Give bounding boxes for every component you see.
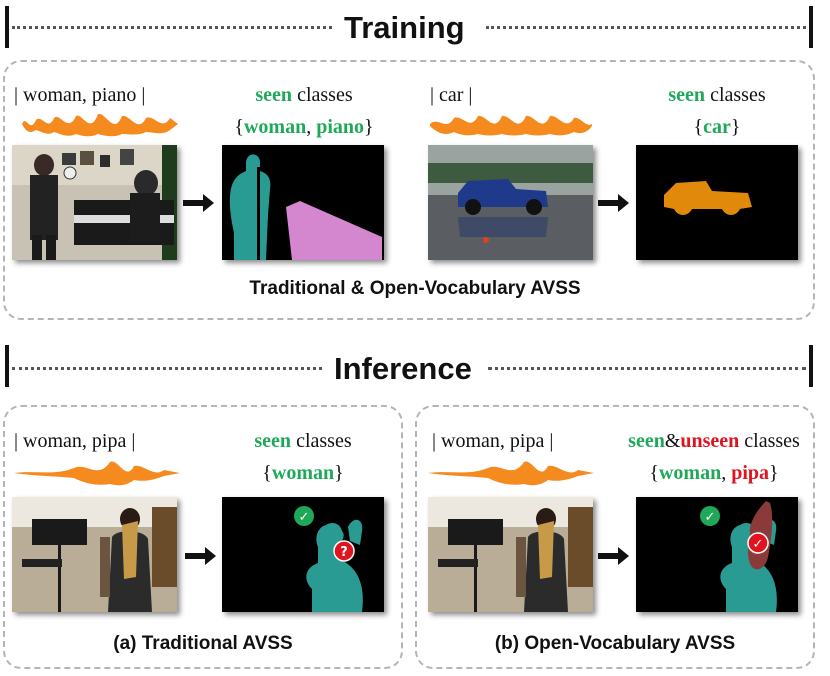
brace-open: { xyxy=(693,116,704,138)
inference-a-classes-label: seen classes xyxy=(222,430,384,453)
training-right-audio-label: | car | xyxy=(430,84,473,106)
training-right-mask-frame xyxy=(636,145,798,260)
inference-b-classes-label: seen&unseen classes xyxy=(614,430,814,453)
inference-a-caption: (a) Traditional AVSS xyxy=(113,633,293,654)
training-left-video-frame xyxy=(12,145,177,260)
inference-a-audio-label: | woman, pipa | xyxy=(14,430,136,452)
inference-b-audio-label: | woman, pipa | xyxy=(432,430,554,452)
inference-header-right-bar xyxy=(809,345,813,387)
woman-pipa-mask: ✓ ✓ xyxy=(636,497,798,612)
woman-only-mask: ✓ ? xyxy=(222,497,384,612)
inference-header-right-dots xyxy=(488,367,806,370)
class-car: car xyxy=(703,116,731,138)
inference-a-waveform xyxy=(14,461,180,486)
classes-word: classes xyxy=(739,430,800,452)
classes-word: classes xyxy=(291,430,352,452)
training-right-arrow xyxy=(598,194,629,212)
question-badge xyxy=(333,540,355,562)
training-header-right-dots xyxy=(486,26,806,29)
check-icon: ✓ xyxy=(705,510,716,525)
separator: , xyxy=(306,116,317,138)
training-header-left-dots xyxy=(12,26,332,29)
training-left-waveform xyxy=(22,113,178,137)
inference-open-vocab-panel xyxy=(415,405,815,669)
brace-open: { xyxy=(649,462,659,484)
training-left-class-set: {woman, piano} xyxy=(223,116,385,139)
class-woman: woman xyxy=(243,116,307,138)
car-mask xyxy=(636,145,798,260)
woman-piano-mask xyxy=(222,145,384,260)
inference-a-video-frame xyxy=(12,497,177,612)
classes-word: classes xyxy=(705,84,766,106)
seen-word: seen xyxy=(668,84,706,106)
woman-pipa-scene xyxy=(12,497,177,612)
training-left-audio-label: | woman, piano | xyxy=(14,84,146,106)
seen-word: seen xyxy=(254,430,292,452)
inference-a-class-set: {woman} xyxy=(222,462,384,485)
training-right-classes-label: seen classes xyxy=(636,84,798,107)
training-left-classes-label: seen classes xyxy=(223,84,385,107)
brace-open: { xyxy=(262,462,272,484)
training-right-waveform xyxy=(430,115,592,136)
ampersand: & xyxy=(664,430,681,452)
classes-word: classes xyxy=(292,84,353,106)
class-piano: piano xyxy=(316,116,365,138)
training-left-mask-frame xyxy=(222,145,384,260)
inference-traditional-panel xyxy=(3,405,403,669)
class-pipa: pipa xyxy=(731,462,770,484)
check-icon: ✓ xyxy=(753,537,764,552)
training-header-right-bar xyxy=(809,6,813,48)
inference-b-arrow xyxy=(598,547,629,565)
inference-b-waveform xyxy=(428,461,594,486)
woman-pipa-scene xyxy=(428,497,593,612)
training-caption: Traditional & Open-Vocabulary AVSS xyxy=(249,278,581,299)
training-right-video-frame xyxy=(428,145,593,260)
inference-a-mask-frame: ✓ ? xyxy=(222,497,384,612)
class-woman: woman xyxy=(271,462,335,484)
inference-b-video-frame xyxy=(428,497,593,612)
brace-close: } xyxy=(334,462,344,484)
check-badge xyxy=(294,506,314,526)
brace-close: } xyxy=(769,462,779,484)
check-badge-pipa xyxy=(747,532,769,554)
inference-b-mask-frame: ✓ ✓ xyxy=(636,497,798,612)
brace-close: } xyxy=(730,116,741,138)
training-panel xyxy=(3,60,815,320)
question-icon: ? xyxy=(340,545,348,560)
brace-close: } xyxy=(364,116,374,138)
unseen-word: unseen xyxy=(680,430,740,452)
woman-piano-scene xyxy=(12,145,177,260)
check-badge xyxy=(700,506,720,526)
training-left-arrow xyxy=(183,194,214,212)
seen-word: seen xyxy=(255,84,293,106)
separator: , xyxy=(721,462,732,484)
inference-b-caption: (b) Open-Vocabulary AVSS xyxy=(494,633,736,654)
training-title: Training xyxy=(332,10,477,46)
car-scene xyxy=(428,145,593,260)
inference-header-left-bar xyxy=(5,345,9,387)
inference-header-left-dots xyxy=(12,367,322,370)
training-header-left-bar xyxy=(5,6,9,48)
inference-title: Inference xyxy=(322,351,484,387)
check-icon: ✓ xyxy=(299,510,310,525)
brace-open: { xyxy=(234,116,244,138)
class-woman: woman xyxy=(658,462,722,484)
inference-a-arrow xyxy=(185,547,216,565)
inference-b-class-set: {woman, pipa} xyxy=(626,462,802,485)
seen-word: seen xyxy=(628,430,665,452)
training-right-class-set: {car} xyxy=(636,116,798,139)
